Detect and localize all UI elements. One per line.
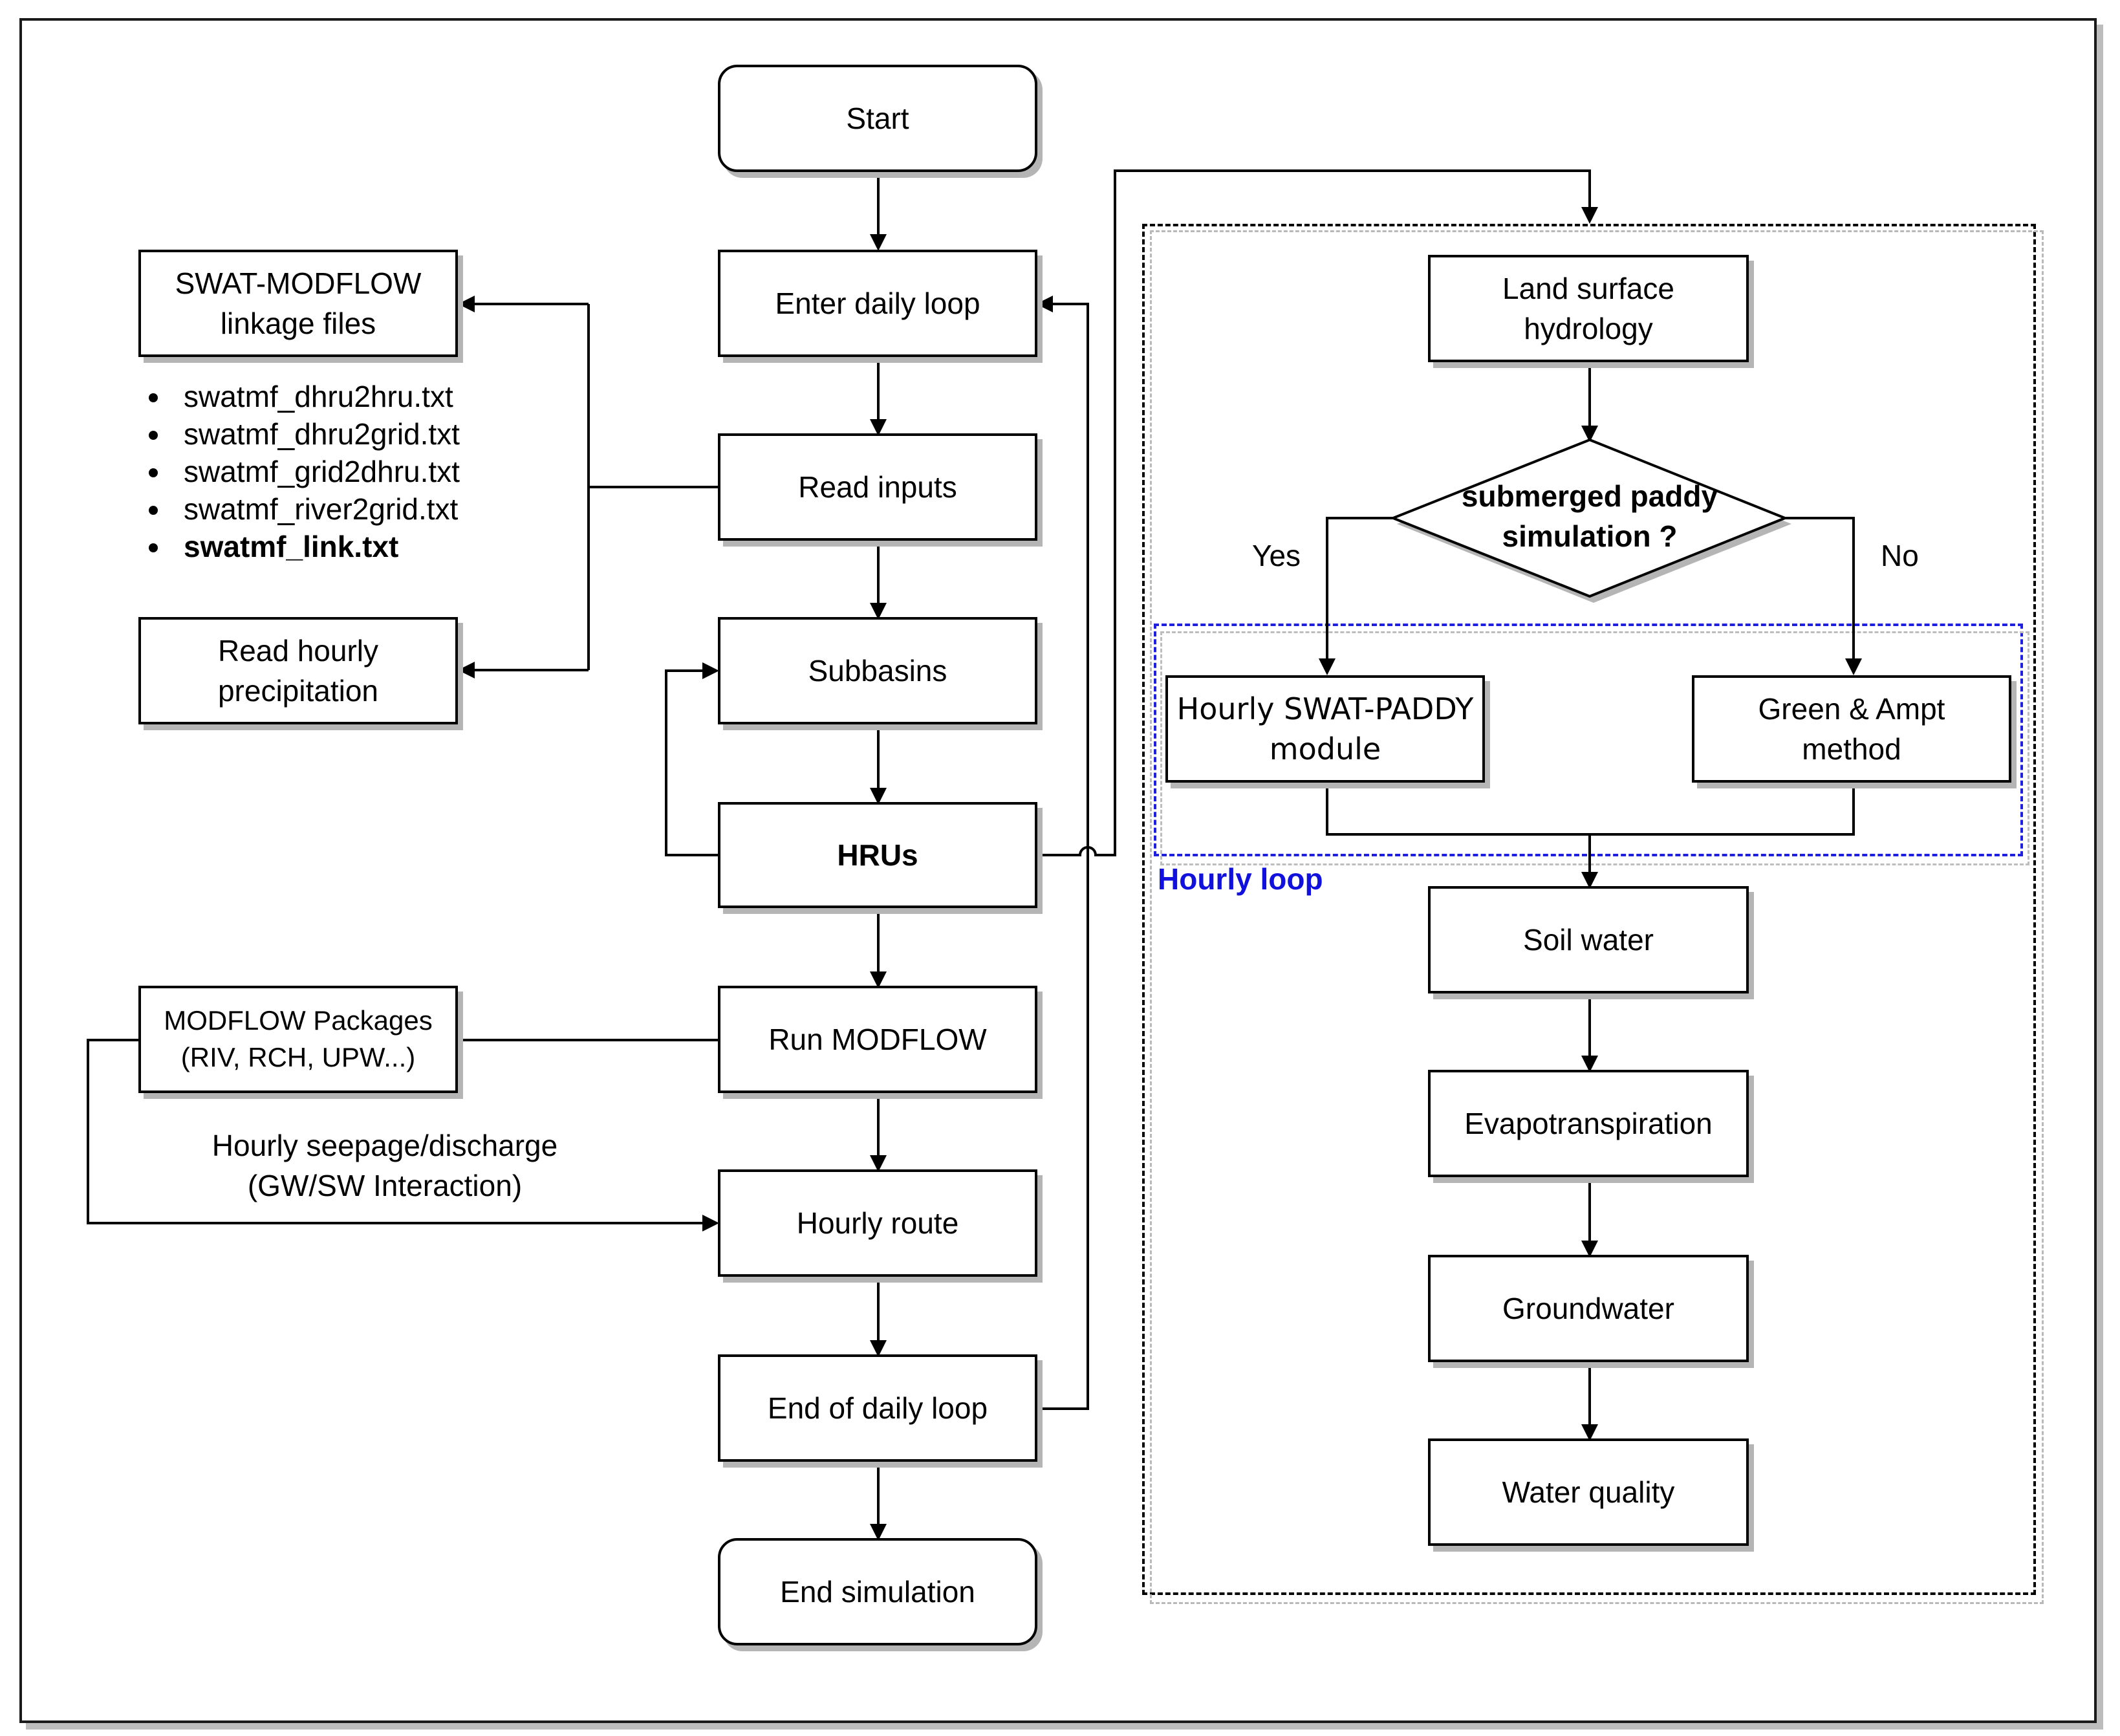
seepage-label: Hourly seepage/discharge (GW/SW Interact… bbox=[211, 1129, 558, 1203]
hourly-loop-label: Hourly loop bbox=[1158, 862, 1323, 896]
green-ampt-node: Green & Ampt method bbox=[1692, 675, 2011, 783]
soil-water-node: Soil water bbox=[1428, 886, 1749, 993]
hourly-loop-frame-shadow bbox=[1160, 631, 2029, 865]
run-modflow-node: Run MODFLOW bbox=[718, 986, 1037, 1093]
modflow-packages-node: MODFLOW Packages (RIV, RCH, UPW...) bbox=[138, 986, 458, 1093]
arrow-route-in bbox=[702, 1215, 719, 1231]
linkage-file-item: swatmf_dhru2grid.txt bbox=[145, 415, 460, 453]
groundwater-node: Groundwater bbox=[1428, 1255, 1749, 1362]
water-quality-node: Water quality bbox=[1428, 1438, 1749, 1546]
arrow-linkage-files bbox=[458, 296, 475, 312]
arrow-route bbox=[870, 1155, 887, 1172]
swat-paddy-node: Hourly SWAT-PADDY module bbox=[1165, 675, 1485, 783]
end-simulation-node: End simulation bbox=[718, 1538, 1037, 1645]
arrow-end-loop bbox=[870, 1340, 887, 1357]
arrow-wq bbox=[1581, 1424, 1598, 1441]
linkage-file-item: swatmf_link.txt bbox=[145, 528, 460, 565]
edge-packages-route bbox=[87, 1039, 717, 1224]
land-surface-hydrology-node: Land surface hydrology bbox=[1428, 255, 1749, 362]
linkage-file-item: swatmf_river2grid.txt bbox=[145, 490, 460, 528]
hourly-process-frame bbox=[1142, 224, 2036, 1595]
edge-paddy-merge bbox=[1326, 783, 1855, 836]
no-label: No bbox=[1881, 539, 1919, 572]
read-inputs-node: Read inputs bbox=[718, 433, 1037, 541]
arrow-hrus bbox=[870, 788, 887, 805]
arrow-hourly-precip bbox=[458, 662, 475, 678]
start-node: Start bbox=[718, 65, 1037, 172]
arrow-decision bbox=[1581, 426, 1598, 442]
arrow-no bbox=[1845, 658, 1862, 675]
hrus-node: HRUs bbox=[718, 802, 1037, 908]
subbasins-node: Subbasins bbox=[718, 617, 1037, 724]
arrow-loop-subbasins bbox=[702, 662, 719, 679]
end-daily-loop-node: End of daily loop bbox=[718, 1354, 1037, 1462]
arrow-end-sim bbox=[870, 1524, 887, 1541]
edge-hrus-subbasins-loop bbox=[665, 669, 718, 856]
read-hourly-precipitation-node: Read hourly precipitation bbox=[138, 617, 458, 724]
edge-decision-yes bbox=[1326, 517, 1393, 673]
edge-decision-no bbox=[1785, 517, 1855, 673]
edge-hrus-to-hourly bbox=[1037, 169, 1591, 856]
linkage-file-list: swatmf_dhru2hru.txt swatmf_dhru2grid.txt… bbox=[145, 378, 460, 565]
evapotranspiration-node: Evapotranspiration bbox=[1428, 1070, 1749, 1177]
linkage-file-item: swatmf_grid2dhru.txt bbox=[145, 453, 460, 490]
hourly-route-node: Hourly route bbox=[718, 1169, 1037, 1277]
arrow-gw bbox=[1581, 1241, 1598, 1257]
arrow-et bbox=[1581, 1056, 1598, 1072]
arrow-enter bbox=[870, 234, 887, 251]
decision-diamond bbox=[1389, 438, 1789, 598]
yes-label: Yes bbox=[1252, 539, 1301, 572]
linkage-file-item: swatmf_dhru2hru.txt bbox=[145, 378, 460, 415]
hourly-process-frame-shadow bbox=[1150, 230, 2044, 1604]
arrow-read bbox=[870, 419, 887, 436]
linkage-files-node: SWAT-MODFLOW linkage files bbox=[138, 250, 458, 357]
arrow-yes bbox=[1319, 658, 1336, 675]
edge-end-to-enter-loop bbox=[1037, 303, 1089, 1410]
diagram-border bbox=[19, 18, 2097, 1723]
arrow-loop-enter bbox=[1036, 296, 1053, 312]
decision-label: submerged paddy simulation ? bbox=[1461, 479, 1718, 554]
arrow-subbasins bbox=[870, 603, 887, 620]
arrow-soil bbox=[1581, 872, 1598, 889]
arrow-run bbox=[870, 971, 887, 988]
arrow-into-hourly bbox=[1581, 207, 1598, 224]
enter-daily-loop-node: Enter daily loop bbox=[718, 250, 1037, 357]
